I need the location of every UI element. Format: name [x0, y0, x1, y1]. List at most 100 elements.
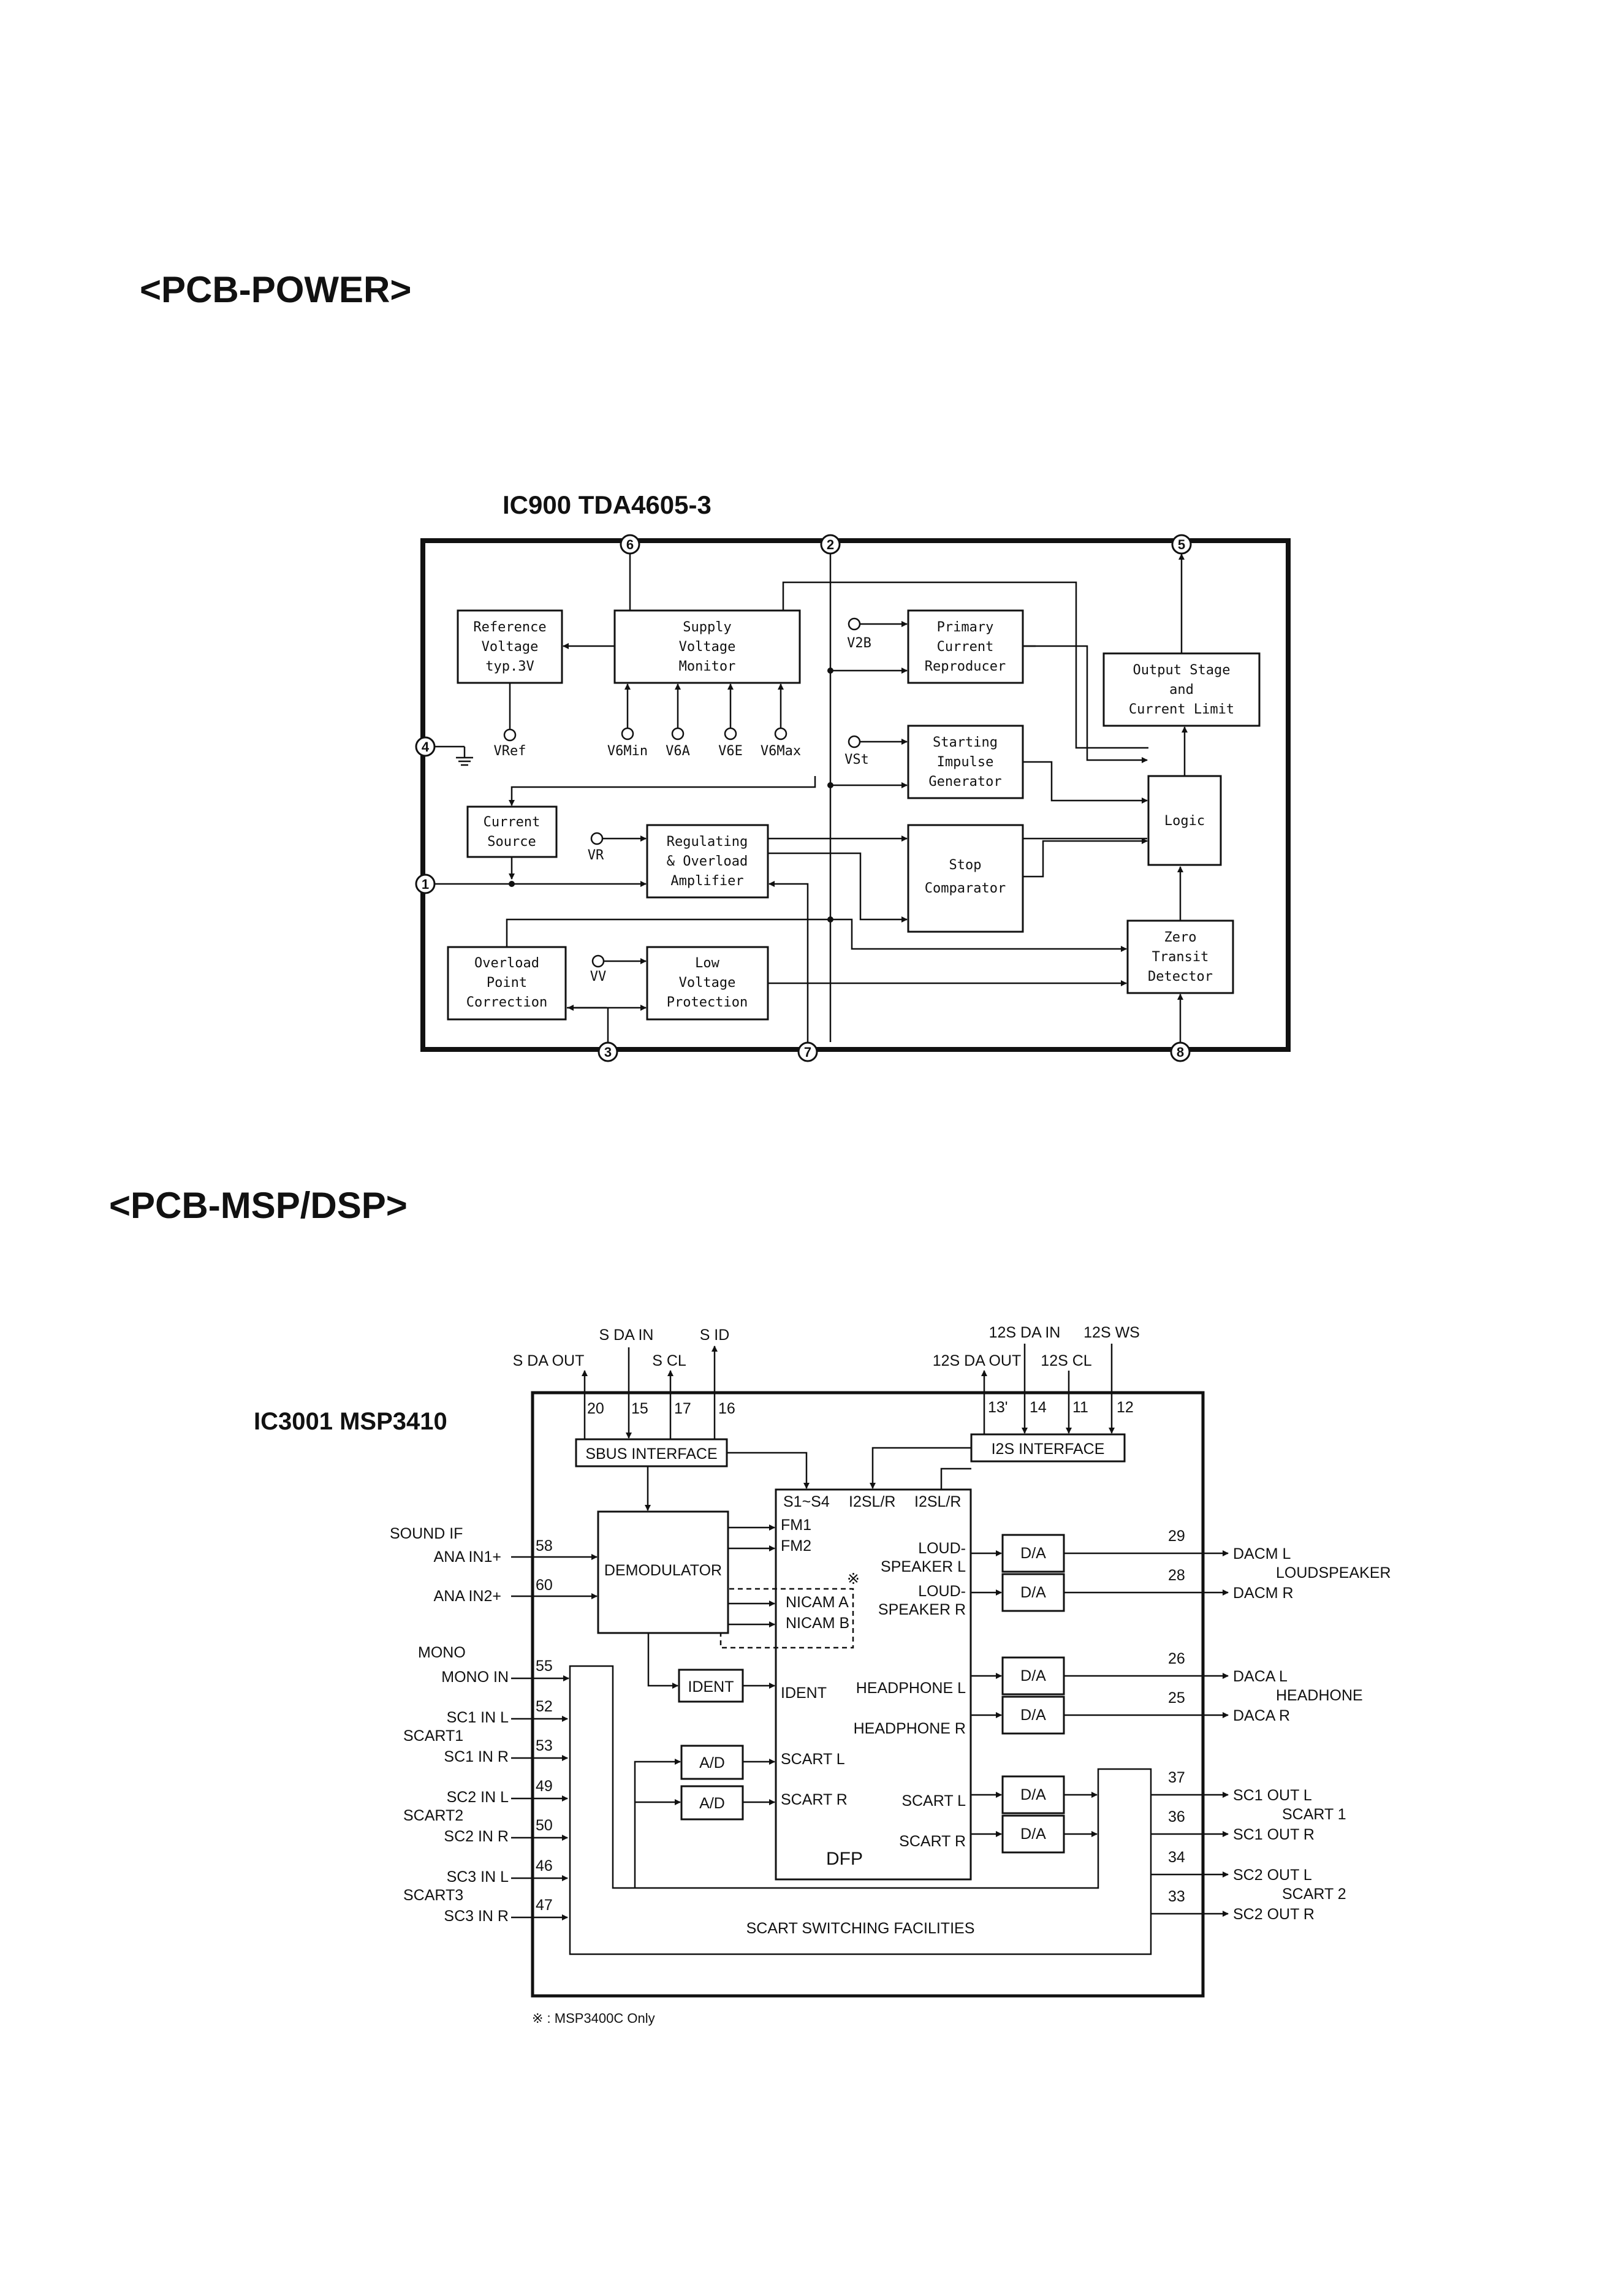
dfp-scart-l: SCART L	[781, 1751, 845, 1768]
scart1-in-label: SCART1	[403, 1727, 463, 1745]
svg-text:D/A: D/A	[1020, 1545, 1046, 1562]
supply-line1: Supply	[683, 620, 731, 635]
pin-53: 53	[536, 1737, 553, 1754]
dfp-hp-r: HEADPHONE R	[854, 1720, 966, 1737]
scl-label: S CL	[652, 1352, 686, 1369]
scart-switching-label: SCART SWITCHING FACILITIES	[746, 1920, 975, 1937]
low-line1: Low	[695, 956, 719, 971]
daca-r-label: DACA R	[1233, 1707, 1290, 1724]
ana-in1-label: ANA IN1+	[434, 1548, 501, 1566]
ad-block-1: A/D	[680, 1745, 744, 1780]
pin-8: 8	[1170, 1041, 1191, 1062]
ad-block-2: A/D	[680, 1785, 744, 1821]
sc2-in-l-label: SC2 IN L	[447, 1789, 509, 1806]
reference-voltage-block: Reference Voltage typ.3V	[457, 609, 563, 684]
reference-line2: Voltage	[482, 639, 539, 655]
demodulator-block: DEMODULATOR	[597, 1510, 729, 1634]
output-stage-block: Output Stage and Current Limit	[1102, 652, 1261, 727]
svg-text:A/D: A/D	[699, 1754, 725, 1772]
sc2-out-l-label: SC2 OUT L	[1233, 1867, 1312, 1884]
overload-line1: Overload	[474, 956, 539, 971]
output-line1: Output Stage	[1133, 663, 1231, 678]
svg-text:D/A: D/A	[1020, 1707, 1046, 1724]
sc2-out-r-label: SC2 OUT R	[1233, 1906, 1315, 1923]
low-line3: Protection	[667, 995, 748, 1010]
i2s-da-in-label: 12S DA IN	[989, 1324, 1061, 1341]
primary-line3: Reproducer	[925, 659, 1006, 674]
nicam-note-mark: ※	[847, 1570, 860, 1588]
dfp-s1s4: S1~S4	[783, 1493, 830, 1510]
power-section-heading: <PCB-POWER>	[140, 269, 412, 310]
ident-block: IDENT	[678, 1669, 744, 1703]
power-diagram: IC900 TDA4605-3 Reference Voltage typ.3V…	[415, 490, 1291, 1062]
logic-block: Logic	[1147, 775, 1222, 866]
low-voltage-block: Low Voltage Protection	[646, 946, 769, 1021]
dfp-loud-r-1: LOUD-	[918, 1583, 966, 1600]
dfp-scart-r: SCART R	[781, 1791, 848, 1808]
dfp-scart-out-r: SCART R	[899, 1833, 966, 1850]
stop-line2: Comparator	[925, 881, 1006, 896]
pin-33: 33	[1168, 1888, 1185, 1905]
scart3-in-label: SCART3	[403, 1887, 463, 1904]
da-block-loud-l: D/A	[1001, 1534, 1065, 1573]
footnote: ※ : MSP3400C Only	[532, 2011, 655, 2026]
current-source-line1: Current	[484, 815, 541, 830]
pin-26: 26	[1168, 1650, 1185, 1667]
svg-text:4: 4	[422, 739, 430, 755]
sc3-in-r-label: SC3 IN R	[444, 1908, 509, 1925]
sc1-in-l-label: SC1 IN L	[447, 1709, 509, 1726]
pin-14: 14	[1030, 1399, 1047, 1416]
regulating-amplifier-block: Regulating & Overload Amplifier	[646, 824, 769, 899]
da-block-scart-r: D/A	[1001, 1814, 1065, 1854]
pin-52: 52	[536, 1698, 553, 1715]
sbus-interface-block: SBUS INTERFACE	[575, 1438, 728, 1467]
svg-text:A/D: A/D	[699, 1795, 725, 1812]
zero-line3: Detector	[1148, 969, 1213, 984]
v6a-label: V6A	[666, 744, 690, 759]
pin-34: 34	[1168, 1849, 1185, 1866]
sda-in-label: S DA IN	[599, 1326, 654, 1344]
mono-in-label: MONO IN	[441, 1669, 509, 1686]
v6max-label: V6Max	[761, 744, 801, 759]
svg-text:7: 7	[804, 1045, 811, 1060]
msp-section-heading: <PCB-MSP/DSP>	[109, 1185, 408, 1226]
svg-text:2: 2	[827, 537, 834, 552]
scart2-in-label: SCART2	[403, 1807, 463, 1824]
pin-7: 7	[797, 1041, 818, 1062]
pin-1: 1	[415, 873, 436, 894]
scart1-out-label: SCART 1	[1282, 1806, 1346, 1823]
dfp-fm1: FM1	[781, 1517, 811, 1534]
pin-58: 58	[536, 1537, 553, 1555]
pin-15: 15	[631, 1400, 648, 1417]
overload-line3: Correction	[466, 995, 547, 1010]
pin-2: 2	[820, 534, 841, 555]
svg-text:D/A: D/A	[1020, 1825, 1046, 1843]
power-ic-label: IC900 TDA4605-3	[503, 490, 711, 519]
mono-label: MONO	[418, 1644, 466, 1661]
svg-text:1: 1	[422, 877, 429, 892]
v6min-label: V6Min	[607, 744, 648, 759]
zero-transit-block: Zero Transit Detector	[1126, 919, 1234, 994]
sc2-in-r-label: SC2 IN R	[444, 1828, 509, 1845]
pin-50: 50	[536, 1817, 553, 1834]
svg-text:D/A: D/A	[1020, 1584, 1046, 1601]
dfp-loud-l-2: SPEAKER L	[881, 1558, 966, 1575]
vr-label: VR	[588, 848, 604, 863]
dfp-label: DFP	[826, 1849, 863, 1869]
pin-13: 13'	[988, 1399, 1008, 1416]
current-source-block: Current Source	[466, 805, 558, 858]
regulating-line2: & Overload	[667, 854, 748, 869]
zero-line1: Zero	[1164, 930, 1197, 945]
pin-46: 46	[536, 1857, 553, 1874]
daca-l-label: DACA L	[1233, 1668, 1288, 1685]
pin-60: 60	[536, 1577, 553, 1594]
pin-6: 6	[620, 534, 640, 555]
dfp-loud-r-2: SPEAKER R	[878, 1601, 966, 1618]
dfp-ident: IDENT	[781, 1684, 827, 1702]
pin-47: 47	[536, 1897, 553, 1914]
dfp-block: S1~S4 I2SL/R I2SL/R FM1 FM2 NICAM A NICA…	[775, 1488, 972, 1881]
dfp-loud-l-1: LOUD-	[918, 1540, 966, 1557]
low-line2: Voltage	[679, 975, 736, 991]
da-block-loud-r: D/A	[1001, 1573, 1065, 1612]
